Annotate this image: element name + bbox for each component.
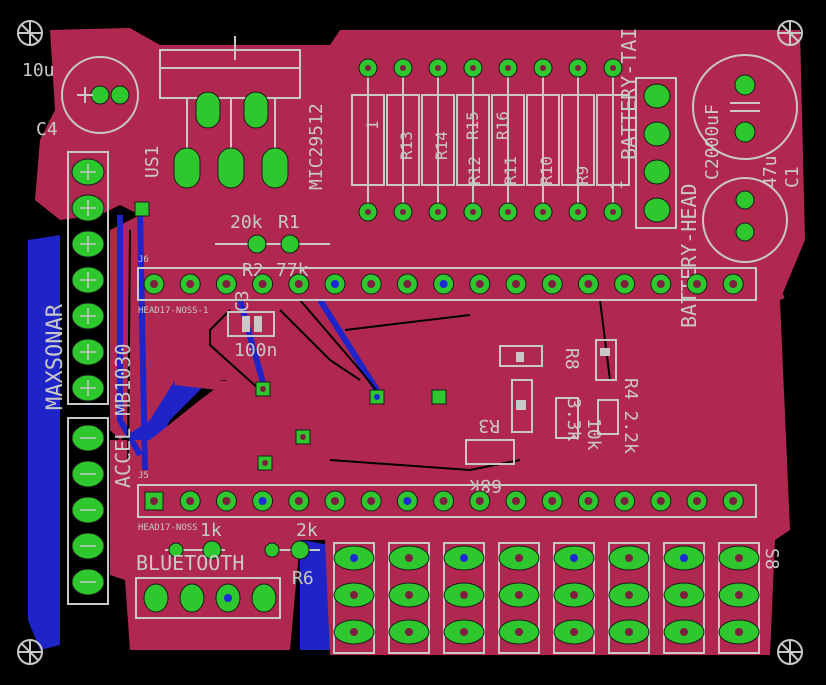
r1-value-label: 20k xyxy=(230,212,263,233)
c2-value-label: C2000uF xyxy=(702,104,723,180)
regulator-us1: US1 MIC29512 xyxy=(142,36,327,190)
switch-outline xyxy=(608,542,650,654)
res-label-1: 1 xyxy=(363,120,382,130)
res-label-r10: R10 xyxy=(537,156,556,185)
res-label-r16: R16 xyxy=(493,111,512,140)
c1-name-label: C1 xyxy=(782,166,803,188)
bluetooth-header: BLUETOOTH xyxy=(135,551,281,619)
r6-name-label: R6 xyxy=(292,568,314,589)
top-traces xyxy=(174,205,785,540)
switch-outline xyxy=(443,542,485,654)
c2-capacitor: C2000uF xyxy=(692,54,798,180)
j6-label: J6 xyxy=(138,255,149,265)
switch-grid: S8 xyxy=(333,542,782,654)
switch-outline xyxy=(498,542,540,654)
bluetooth-label: BLUETOOTH xyxy=(136,551,244,575)
battery-tail-label: BATTERY-TAI xyxy=(617,28,641,160)
mounting-holes xyxy=(17,20,803,665)
c4-name-label: C4 xyxy=(36,119,58,140)
resistor-bank: 1 R13 R14 R15 R12 R16 R11 R10 R9 1 xyxy=(351,58,630,222)
accel-header: ACCEL MB1030 xyxy=(67,344,135,605)
j5-label: J5 xyxy=(138,471,149,481)
c1-value-label: 47u xyxy=(760,155,781,188)
r6-value-label: 2k xyxy=(296,520,318,541)
c1-capacitor: 47u C1 xyxy=(702,155,803,263)
res-label-1b: 1 xyxy=(607,180,626,190)
c4-capacitor: 10u C4 xyxy=(22,56,139,140)
battery-header: BATTERY-TAI BATTERY-HEAD xyxy=(617,28,701,328)
r8-label: R8 xyxy=(561,348,582,370)
res-label-r13: R13 xyxy=(397,131,416,160)
s8-label: S8 xyxy=(761,548,782,570)
c3-capacitor: C3 100n xyxy=(227,290,277,361)
r7-value-label: 10k xyxy=(583,418,604,451)
switch-outline xyxy=(663,542,705,654)
switch-outline xyxy=(333,542,375,654)
j5-part-label: HEAD17-NOSS xyxy=(138,523,198,533)
accel-label: ACCEL MB1030 xyxy=(111,344,135,489)
j6-part-label: HEAD17-NOSS-1 xyxy=(138,306,208,316)
res-label-r11: R11 xyxy=(501,156,520,185)
battery-head-label: BATTERY-HEAD xyxy=(677,184,701,329)
maxsonar-label: MAXSONAR xyxy=(43,303,68,410)
c3-name-label: C3 xyxy=(232,290,253,312)
res-label-r15: R15 xyxy=(463,111,482,140)
vias xyxy=(134,201,447,471)
c4-value-label: 10u xyxy=(22,60,55,81)
j5-header: J5 HEAD17-NOSS xyxy=(137,471,757,533)
switch-outline xyxy=(553,542,595,654)
us1-label: US1 xyxy=(142,145,163,178)
res-label-r9: R9 xyxy=(573,166,592,185)
r3-label: R3 xyxy=(478,415,500,436)
c3-value-label: 100n xyxy=(234,340,277,361)
j6-header: J6 HEAD17-NOSS-1 xyxy=(137,255,757,316)
bottom-traces xyxy=(117,209,383,471)
r4-value-label: R4 2.2k xyxy=(620,378,641,454)
mic-label: MIC29512 xyxy=(306,103,327,190)
smd-cluster: R8 3.3k R4 2.2k 10k R3 68k xyxy=(465,339,641,496)
res-label-r14: R14 xyxy=(432,131,451,160)
r5-value-label: 1k xyxy=(200,520,222,541)
switch-outline xyxy=(718,542,760,654)
res-label-r12: R12 xyxy=(465,156,484,185)
r5-r6-resistors: 1k 2k R6 xyxy=(165,520,320,589)
switch-outline xyxy=(388,542,430,654)
r1-name-label: R1 xyxy=(278,212,300,233)
r8-value-label: 3.3k xyxy=(563,398,584,442)
maxsonar-header: MAXSONAR xyxy=(43,151,109,410)
